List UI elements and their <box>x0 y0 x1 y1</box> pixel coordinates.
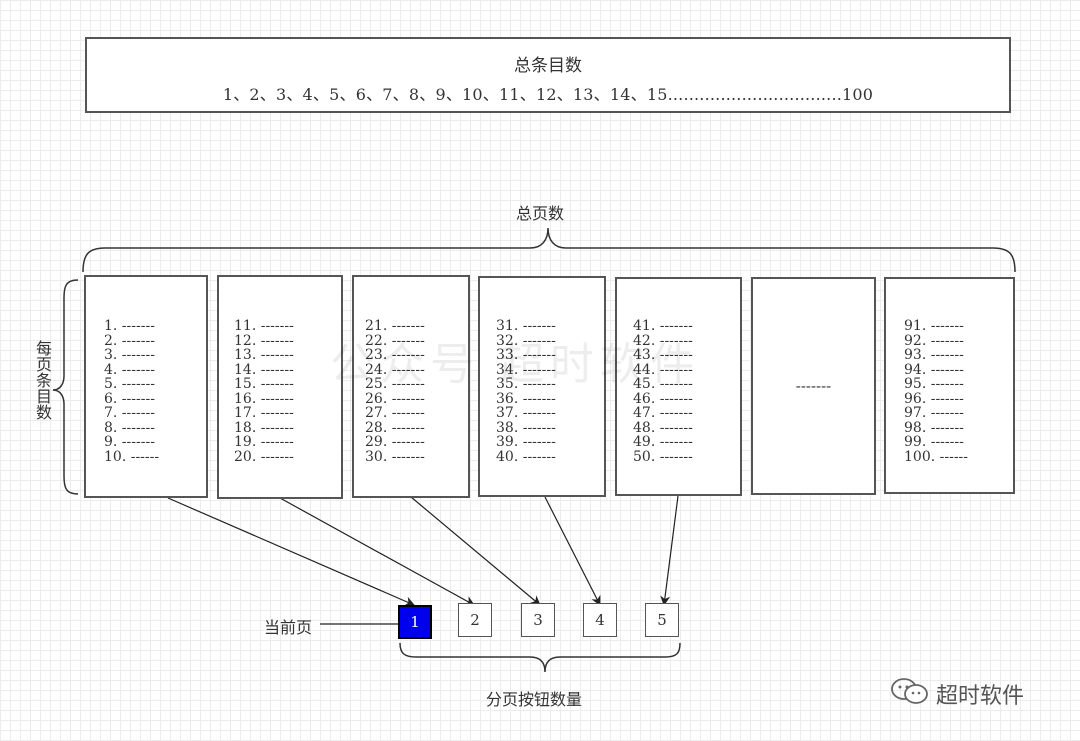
page-box-last: 91. ------- 92. ------- 93. ------- 94. … <box>884 277 1015 494</box>
page-4-items: 31. ------- 32. ------- 33. ------- 34. … <box>496 319 556 464</box>
list-item: 92. ------- <box>904 332 964 349</box>
list-item: 13. ------- <box>234 347 294 363</box>
pagination-brace <box>399 642 681 673</box>
list-item: 100. ------ <box>904 448 969 465</box>
pagination-count-label: 分页按钮数量 <box>486 690 583 709</box>
list-item: 33. ------- <box>496 347 556 363</box>
list-item: 12. ------- <box>234 332 294 349</box>
list-item: 31. ------- <box>496 318 556 334</box>
list-item: 19. ------- <box>234 434 294 450</box>
list-item: 91. ------- <box>904 318 964 334</box>
total-items-title: 总条目数 <box>514 56 582 76</box>
list-item: 97. ------- <box>904 405 964 421</box>
list-item: 27. ------- <box>365 405 425 421</box>
list-item: 20. ------- <box>234 448 294 465</box>
list-item: 41. ------- <box>633 318 693 334</box>
page-button-2[interactable]: 2 <box>458 603 492 637</box>
list-item: 43. ------- <box>633 347 693 363</box>
list-item: 17. ------- <box>234 405 294 421</box>
page-3-items: 21. ------- 22. ------- 23. ------- 24. … <box>365 319 425 464</box>
brand-footer: 超时软件 <box>890 676 1024 712</box>
list-item: 7. ------- <box>104 405 155 421</box>
list-item: 40. ------- <box>496 448 556 465</box>
list-item: 22. ------- <box>365 332 425 349</box>
list-item: 38. ------- <box>496 419 556 436</box>
list-item: 11. ------- <box>234 318 294 334</box>
list-item: 36. ------- <box>496 390 556 407</box>
brand-name: 超时软件 <box>936 684 1025 709</box>
list-item: 14. ------- <box>234 361 294 378</box>
list-item: 34. ------- <box>496 361 556 378</box>
list-item: 45. ------- <box>633 376 693 392</box>
page-2-items: 11. ------- 12. ------- 13. ------- 14. … <box>234 319 294 464</box>
page-5-items: 41. ------- 42. ------- 43. ------- 44. … <box>633 319 693 464</box>
list-item: 30. ------- <box>365 448 425 465</box>
list-item: 26. ------- <box>365 390 425 407</box>
list-item: 95. ------- <box>904 376 964 392</box>
list-item: 18. ------- <box>234 419 294 436</box>
list-item: 94. ------- <box>904 361 964 378</box>
total-items-box: 总条目数 1、2、3、4、5、6、7、8、9、10、11、12、13、14、15… <box>85 37 1011 113</box>
total-items-sequence: 1、2、3、4、5、6、7、8、9、10、11、12、13、14、15.....… <box>222 85 874 104</box>
arrow-page2-to-button2 <box>279 497 475 606</box>
page-box-2: 11. ------- 12. ------- 13. ------- 14. … <box>217 275 343 499</box>
total-pages-label: 总页数 <box>516 204 565 223</box>
list-item: 1. ------- <box>104 318 155 334</box>
arrow-page3-to-button3 <box>410 496 541 606</box>
list-item: 46. ------- <box>633 390 693 407</box>
list-item: 99. ------- <box>904 434 964 450</box>
list-item: 96. ------- <box>904 390 964 407</box>
page-button-3[interactable]: 3 <box>521 603 555 637</box>
list-item: 6. ------- <box>104 390 155 407</box>
page-button-4[interactable]: 4 <box>583 603 617 637</box>
list-item: 49. ------- <box>633 434 693 450</box>
list-item: 23. ------- <box>365 347 425 363</box>
list-item: 16. ------- <box>234 390 294 407</box>
list-item: 29. ------- <box>365 434 425 450</box>
page-box-4: 31. ------- 32. ------- 33. ------- 34. … <box>478 276 606 497</box>
arrow-page4-to-button4 <box>544 496 601 606</box>
per-page-label: 每页条目数 <box>33 340 52 420</box>
list-item: 98. ------- <box>904 419 964 436</box>
list-item: 10. ------ <box>104 448 160 465</box>
wechat-icon <box>890 676 930 712</box>
list-item: 5. ------- <box>104 376 155 392</box>
page-last-items: 91. ------- 92. ------- 93. ------- 94. … <box>904 319 968 464</box>
list-item: 21. ------- <box>365 318 425 334</box>
list-item: 42. ------- <box>633 332 693 349</box>
page-button-5[interactable]: 5 <box>645 603 679 637</box>
list-item: 15. ------- <box>234 376 294 392</box>
page-box-1: 1. ------- 2. ------- 3. ------- 4. ----… <box>84 275 208 498</box>
list-item: 35. ------- <box>496 376 556 392</box>
list-item: 50. ------- <box>633 448 693 465</box>
page-placeholder: ------- <box>795 377 832 395</box>
list-item: 37. ------- <box>496 405 556 421</box>
list-item: 44. ------- <box>633 361 693 378</box>
total-pages-brace <box>82 227 1016 273</box>
list-item: 4. ------- <box>104 361 155 378</box>
list-item: 93. ------- <box>904 347 964 363</box>
page-box-ellipsis: ------- <box>751 277 876 495</box>
list-item: 25. ------- <box>365 376 425 392</box>
list-item: 47. ------- <box>633 405 693 421</box>
list-item: 28. ------- <box>365 419 425 436</box>
list-item: 9. ------- <box>104 434 155 450</box>
arrow-page1-to-button1 <box>167 497 415 606</box>
page-button-1[interactable]: 1 <box>398 605 432 639</box>
page-box-3: 21. ------- 22. ------- 23. ------- 24. … <box>352 275 470 498</box>
list-item: 2. ------- <box>104 332 155 349</box>
list-item: 32. ------- <box>496 332 556 349</box>
list-item: 24. ------- <box>365 361 425 378</box>
list-item: 8. ------- <box>104 419 155 436</box>
list-item: 3. ------- <box>104 347 155 363</box>
watermark-text: 公众号 超时软件 <box>330 339 700 390</box>
list-item: 48. ------- <box>633 419 693 436</box>
per-page-brace <box>52 279 79 495</box>
arrow-page5-to-button5 <box>660 495 679 606</box>
page-box-5: 41. ------- 42. ------- 43. ------- 44. … <box>615 277 742 496</box>
page-1-items: 1. ------- 2. ------- 3. ------- 4. ----… <box>104 319 159 464</box>
current-page-label: 当前页 <box>264 618 313 637</box>
list-item: 39. ------- <box>496 434 556 450</box>
